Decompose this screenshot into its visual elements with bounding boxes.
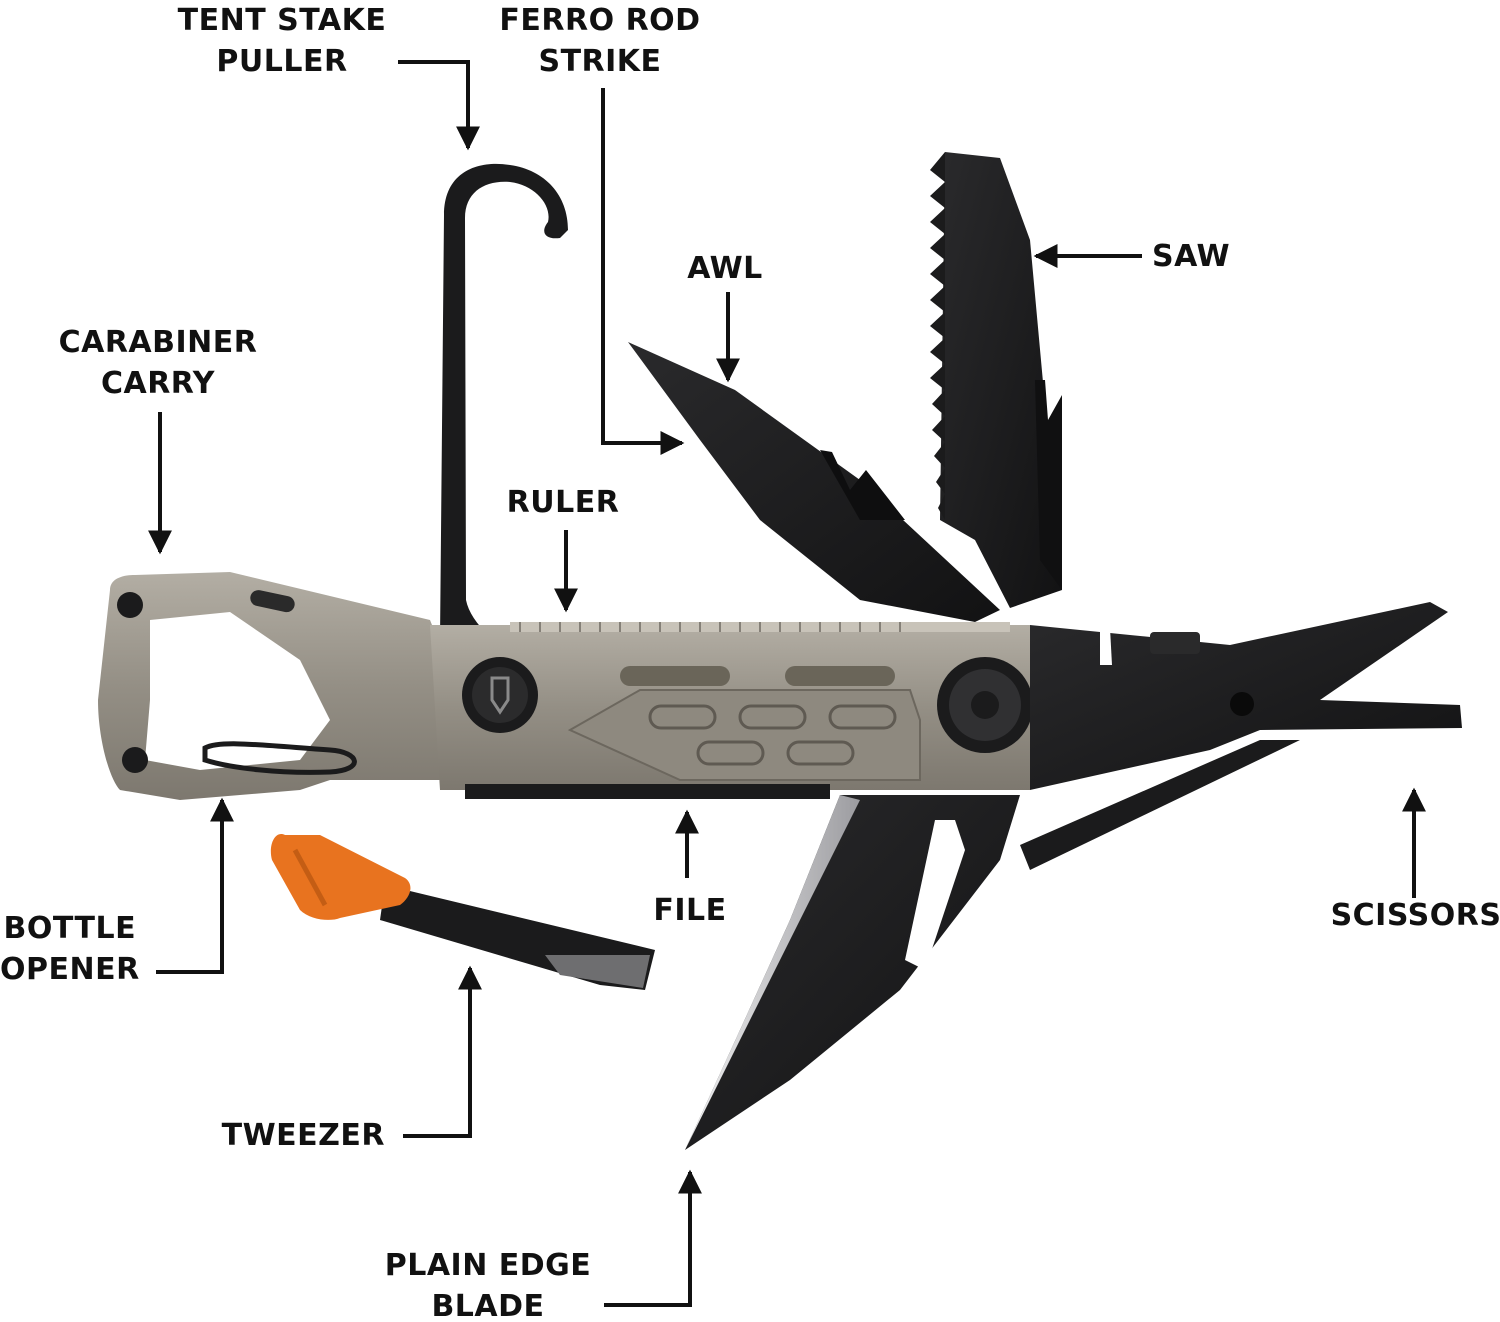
label-line: CARABINER (58, 325, 258, 360)
label-line: FILE (653, 893, 727, 928)
callout-arrows (148, 60, 1426, 1307)
handle-body (98, 572, 1033, 800)
label-line: OPENER (0, 952, 140, 987)
saw-tool (930, 152, 1062, 608)
label-line: CARRY (100, 366, 216, 401)
label-line: SAW (1152, 239, 1231, 274)
plain-edge-blade-tool (685, 795, 1020, 1150)
label-ferro-rod-strike: FERRO ROD STRIKE (499, 0, 700, 82)
label-line: SCISSORS (1330, 898, 1500, 933)
scissors-tool (1030, 602, 1462, 790)
label-file: FILE (653, 890, 726, 931)
label-scissors: SCISSORS (1331, 895, 1500, 936)
label-ruler: RULER (507, 482, 620, 523)
label-line: PULLER (216, 44, 348, 79)
label-carabiner-carry: CARABINER CARRY (59, 322, 258, 404)
label-line: FERRO ROD (499, 3, 701, 38)
arrow-plain-edge-blade (604, 1169, 702, 1307)
label-line: PLAIN EDGE (384, 1248, 592, 1283)
scissors-lever (1020, 740, 1300, 870)
tweezer-tool (270, 834, 655, 990)
label-plain-edge-blade: PLAIN EDGE BLADE (385, 1245, 592, 1322)
awl-tool (628, 342, 1000, 622)
label-saw: SAW (1152, 236, 1230, 277)
label-bottle-opener: BOTTLE OPENER (0, 908, 140, 990)
label-line: AWL (687, 251, 763, 286)
label-tweezer: TWEEZER (222, 1115, 385, 1156)
label-line: BLADE (431, 1289, 545, 1322)
label-line: BOTTLE (3, 911, 137, 946)
label-line: TWEEZER (221, 1118, 385, 1153)
arrow-ferro-rod-strike (601, 88, 685, 455)
arrow-tent-stake-puller (398, 60, 480, 151)
label-tent-stake-puller: TENT STAKE PULLER (178, 0, 387, 82)
label-line: STRIKE (538, 44, 662, 79)
label-awl: AWL (687, 248, 763, 289)
arrow-bottle-opener (156, 797, 234, 974)
label-line: RULER (506, 485, 620, 520)
arrow-tweezer (403, 965, 482, 1138)
label-line: TENT STAKE (177, 3, 387, 38)
